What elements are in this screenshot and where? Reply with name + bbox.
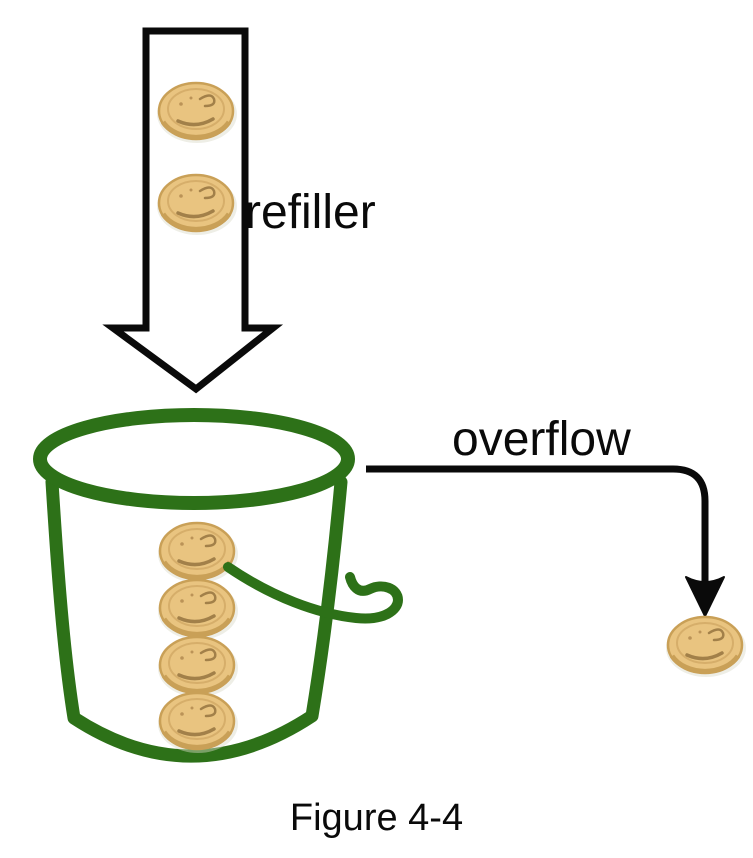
coin-icon (157, 83, 237, 143)
refiller-label: refiller (245, 186, 376, 239)
coin-icon (666, 617, 746, 677)
coin-icon (157, 175, 237, 235)
refiller-arrow (102, 27, 284, 394)
coin-icon (158, 693, 238, 753)
overflow-arrowhead-icon (685, 576, 725, 617)
bucket-rim (33, 408, 355, 510)
bucket (33, 408, 404, 763)
coin-icon (158, 637, 238, 697)
bucket-handle (223, 562, 404, 624)
overflow-arrow (366, 465, 725, 617)
overflow-arrow-line (366, 465, 709, 592)
figure-caption: Figure 4-4 (289, 797, 464, 839)
overflow-label: overflow (452, 413, 631, 466)
coin-icon (158, 523, 238, 583)
coin-icon (158, 580, 238, 640)
